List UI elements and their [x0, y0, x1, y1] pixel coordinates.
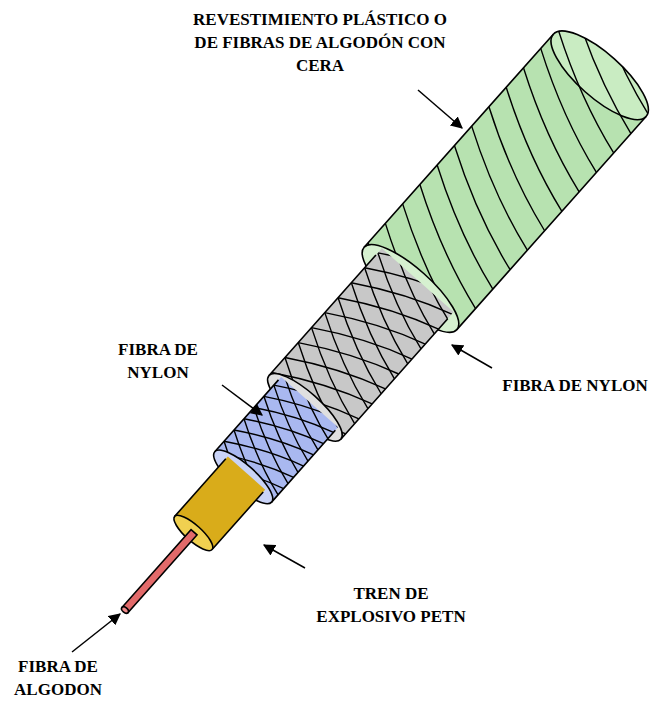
fiber-winding [376, 248, 454, 319]
nylon-label: FIBRA DE NYLON [108, 338, 208, 384]
fiber-winding [301, 377, 338, 405]
nylon-label: FIBRA DE NYLON [500, 374, 650, 397]
fiber-winding [486, 68, 616, 192]
fiber-winding [418, 248, 454, 271]
fiber-winding [417, 146, 547, 270]
cotton-label: FIBRA DE ALGODON [6, 655, 110, 701]
fiber-winding [298, 310, 398, 406]
jacket-label: REVESTIMIENTO PLÁSTICO O DE FIBRAS DE AL… [180, 8, 460, 77]
fiber-winding [349, 253, 449, 349]
fiber-winding [521, 29, 651, 153]
fiber-winding [284, 377, 338, 424]
fiber-winding [324, 377, 338, 380]
fiber-winding [363, 248, 454, 334]
fiber-winding [452, 107, 582, 231]
fiber-winding [538, 9, 660, 133]
fiber-winding [402, 248, 453, 289]
fiber-winding [435, 126, 565, 250]
fiber-winding [416, 248, 454, 274]
fiber-winding [504, 48, 634, 172]
fiber-winding [431, 248, 454, 256]
fiber-winding [573, 0, 660, 95]
petn-label: TREN DE EXPLOSIVO PETN [305, 582, 477, 628]
fiber-winding [555, 0, 660, 114]
fiber-winding [391, 248, 453, 301]
fiber-winding [469, 87, 599, 211]
fiber-winding [325, 280, 425, 376]
fiber-winding [365, 248, 454, 331]
fiber-winding [264, 377, 338, 447]
fiber-winding [351, 250, 451, 346]
fiber-winding [312, 295, 412, 391]
leader-lines [72, 90, 492, 652]
fiber-winding [274, 377, 338, 436]
fiber-winding [378, 248, 454, 316]
fiber-winding [338, 265, 438, 361]
fiber-winding [590, 0, 660, 75]
fiber-winding [304, 377, 338, 402]
fiber-winding [291, 377, 338, 416]
fiber-winding [294, 377, 338, 413]
fiber-winding [336, 268, 436, 364]
fiber-winding [254, 382, 334, 458]
fiber-winding [404, 248, 453, 286]
fiber-winding [314, 377, 338, 391]
fiber-winding [244, 393, 324, 469]
